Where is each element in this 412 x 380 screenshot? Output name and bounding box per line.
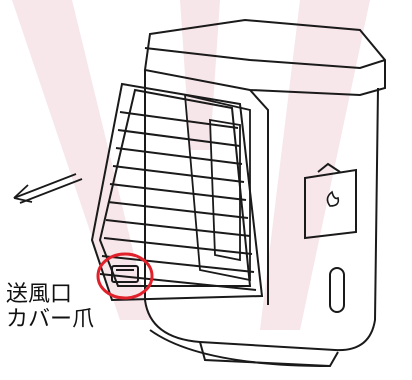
- callout-label: 送風口 カバー爪: [6, 282, 94, 333]
- callout-line-2: カバー爪: [6, 307, 95, 333]
- side-slot: [329, 267, 345, 313]
- pull-direction-arrow: [13, 173, 83, 204]
- cover-claw-part: [111, 265, 139, 283]
- rear-panel-plate: [304, 162, 357, 240]
- outlet-cover: [90, 82, 264, 302]
- device-top-lid: [143, 18, 386, 97]
- device-body: [144, 70, 379, 368]
- flame-icon: [326, 190, 340, 207]
- callout-line-1: 送風口: [6, 282, 73, 307]
- highlight-circle: [96, 252, 154, 300]
